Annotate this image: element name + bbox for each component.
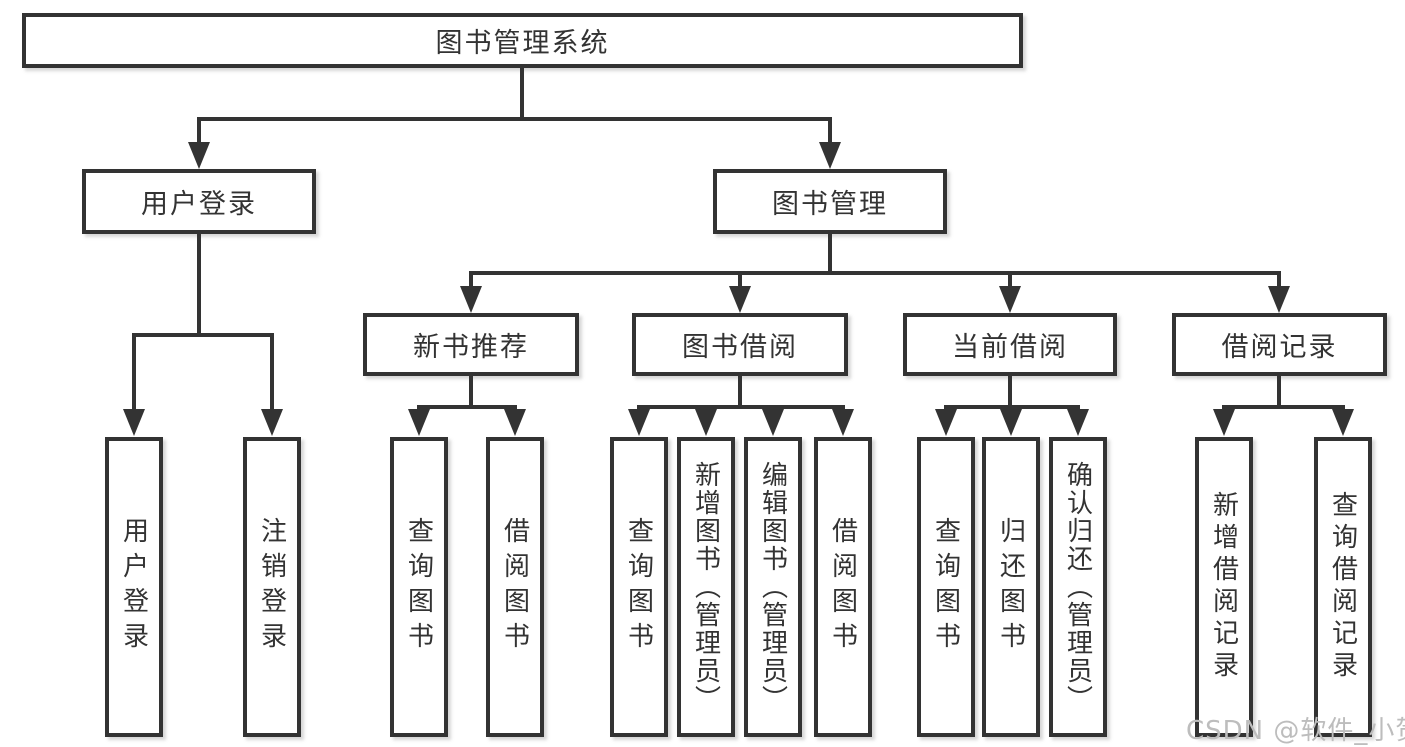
connector-user-login-bar <box>132 333 274 337</box>
connector-borrow-records-stem <box>1277 376 1281 407</box>
connector-root-stem <box>520 67 524 120</box>
connector-drop-leaf-login <box>132 335 136 410</box>
arrowhead-leaf-logout <box>261 409 283 436</box>
leaf-bb-query-books: 查询图书 <box>610 437 668 737</box>
connector-drop-leaf-logout <box>270 335 274 410</box>
leaf-nb-borrow-books: 借阅图书 <box>486 437 544 737</box>
node-book-borrow: 图书借阅 <box>632 313 848 376</box>
connector-user-login-stem <box>197 234 201 335</box>
connector-drop-current-borrow <box>1008 271 1012 287</box>
connector-drop-book-borrow <box>738 271 742 287</box>
connector-book-borrow-bar <box>637 405 845 409</box>
arrowhead-bb-query <box>628 409 650 436</box>
arrowhead-new-books <box>460 286 482 313</box>
node-user-login: 用户登录 <box>82 169 316 234</box>
arrowhead-user-login <box>188 142 210 169</box>
arrowhead-cb-confirm <box>1067 409 1089 436</box>
leaf-cb-confirm-return-admin: 确认归还（管理员） <box>1049 437 1107 737</box>
node-current-borrow: 当前借阅 <box>903 313 1117 376</box>
connector-current-borrow-bar <box>944 405 1080 409</box>
arrowhead-nb-query <box>408 409 430 436</box>
node-root: 图书管理系统 <box>22 13 1023 68</box>
arrowhead-nb-borrow <box>504 409 526 436</box>
connector-new-books-bar <box>417 405 517 409</box>
arrowhead-leaf-login <box>123 409 145 436</box>
watermark: CSDN @软件_小贺同学 <box>1186 716 1405 746</box>
node-book-mgmt: 图书管理 <box>713 169 947 234</box>
arrowhead-br-add <box>1213 409 1235 436</box>
connector-book-borrow-stem <box>738 376 742 407</box>
arrowhead-current-borrow <box>999 286 1021 313</box>
arrowhead-book-borrow <box>729 286 751 313</box>
connector-root-bar <box>197 117 832 121</box>
connector-current-borrow-stem <box>1008 376 1012 407</box>
node-borrow-records: 借阅记录 <box>1172 313 1387 376</box>
connector-drop-borrow-records <box>1277 271 1281 287</box>
arrowhead-bb-add <box>695 409 717 436</box>
arrowhead-borrow-records <box>1268 286 1290 313</box>
leaf-cb-return-books: 归还图书 <box>982 437 1040 737</box>
arrowhead-cb-return <box>1000 409 1022 436</box>
leaf-logout: 注销登录 <box>243 437 301 737</box>
arrowhead-br-query <box>1332 409 1354 436</box>
arrowhead-cb-query <box>935 409 957 436</box>
leaf-bb-edit-books-admin: 编辑图书（管理员） <box>744 437 802 737</box>
leaf-user-login: 用户登录 <box>105 437 163 737</box>
connector-book-mgmt-stem <box>828 234 832 275</box>
arrowhead-book-mgmt <box>819 142 841 169</box>
connector-drop-user-login <box>197 117 201 145</box>
node-new-books: 新书推荐 <box>363 313 579 376</box>
connector-new-books-stem <box>469 376 473 407</box>
arrowhead-bb-borrow <box>832 409 854 436</box>
leaf-br-add-record: 新增借阅记录 <box>1195 437 1253 737</box>
arrowhead-bb-edit <box>762 409 784 436</box>
connector-borrow-records-bar <box>1222 405 1345 409</box>
leaf-br-query-record: 查询借阅记录 <box>1314 437 1372 737</box>
leaf-cb-query-books: 查询图书 <box>917 437 975 737</box>
connector-drop-book-mgmt <box>828 117 832 145</box>
leaf-nb-query-books: 查询图书 <box>390 437 448 737</box>
connector-book-mgmt-bar <box>469 271 1281 275</box>
leaf-bb-add-books-admin: 新增图书（管理员） <box>677 437 735 737</box>
connector-drop-new-books <box>469 271 473 287</box>
leaf-bb-borrow-books: 借阅图书 <box>814 437 872 737</box>
